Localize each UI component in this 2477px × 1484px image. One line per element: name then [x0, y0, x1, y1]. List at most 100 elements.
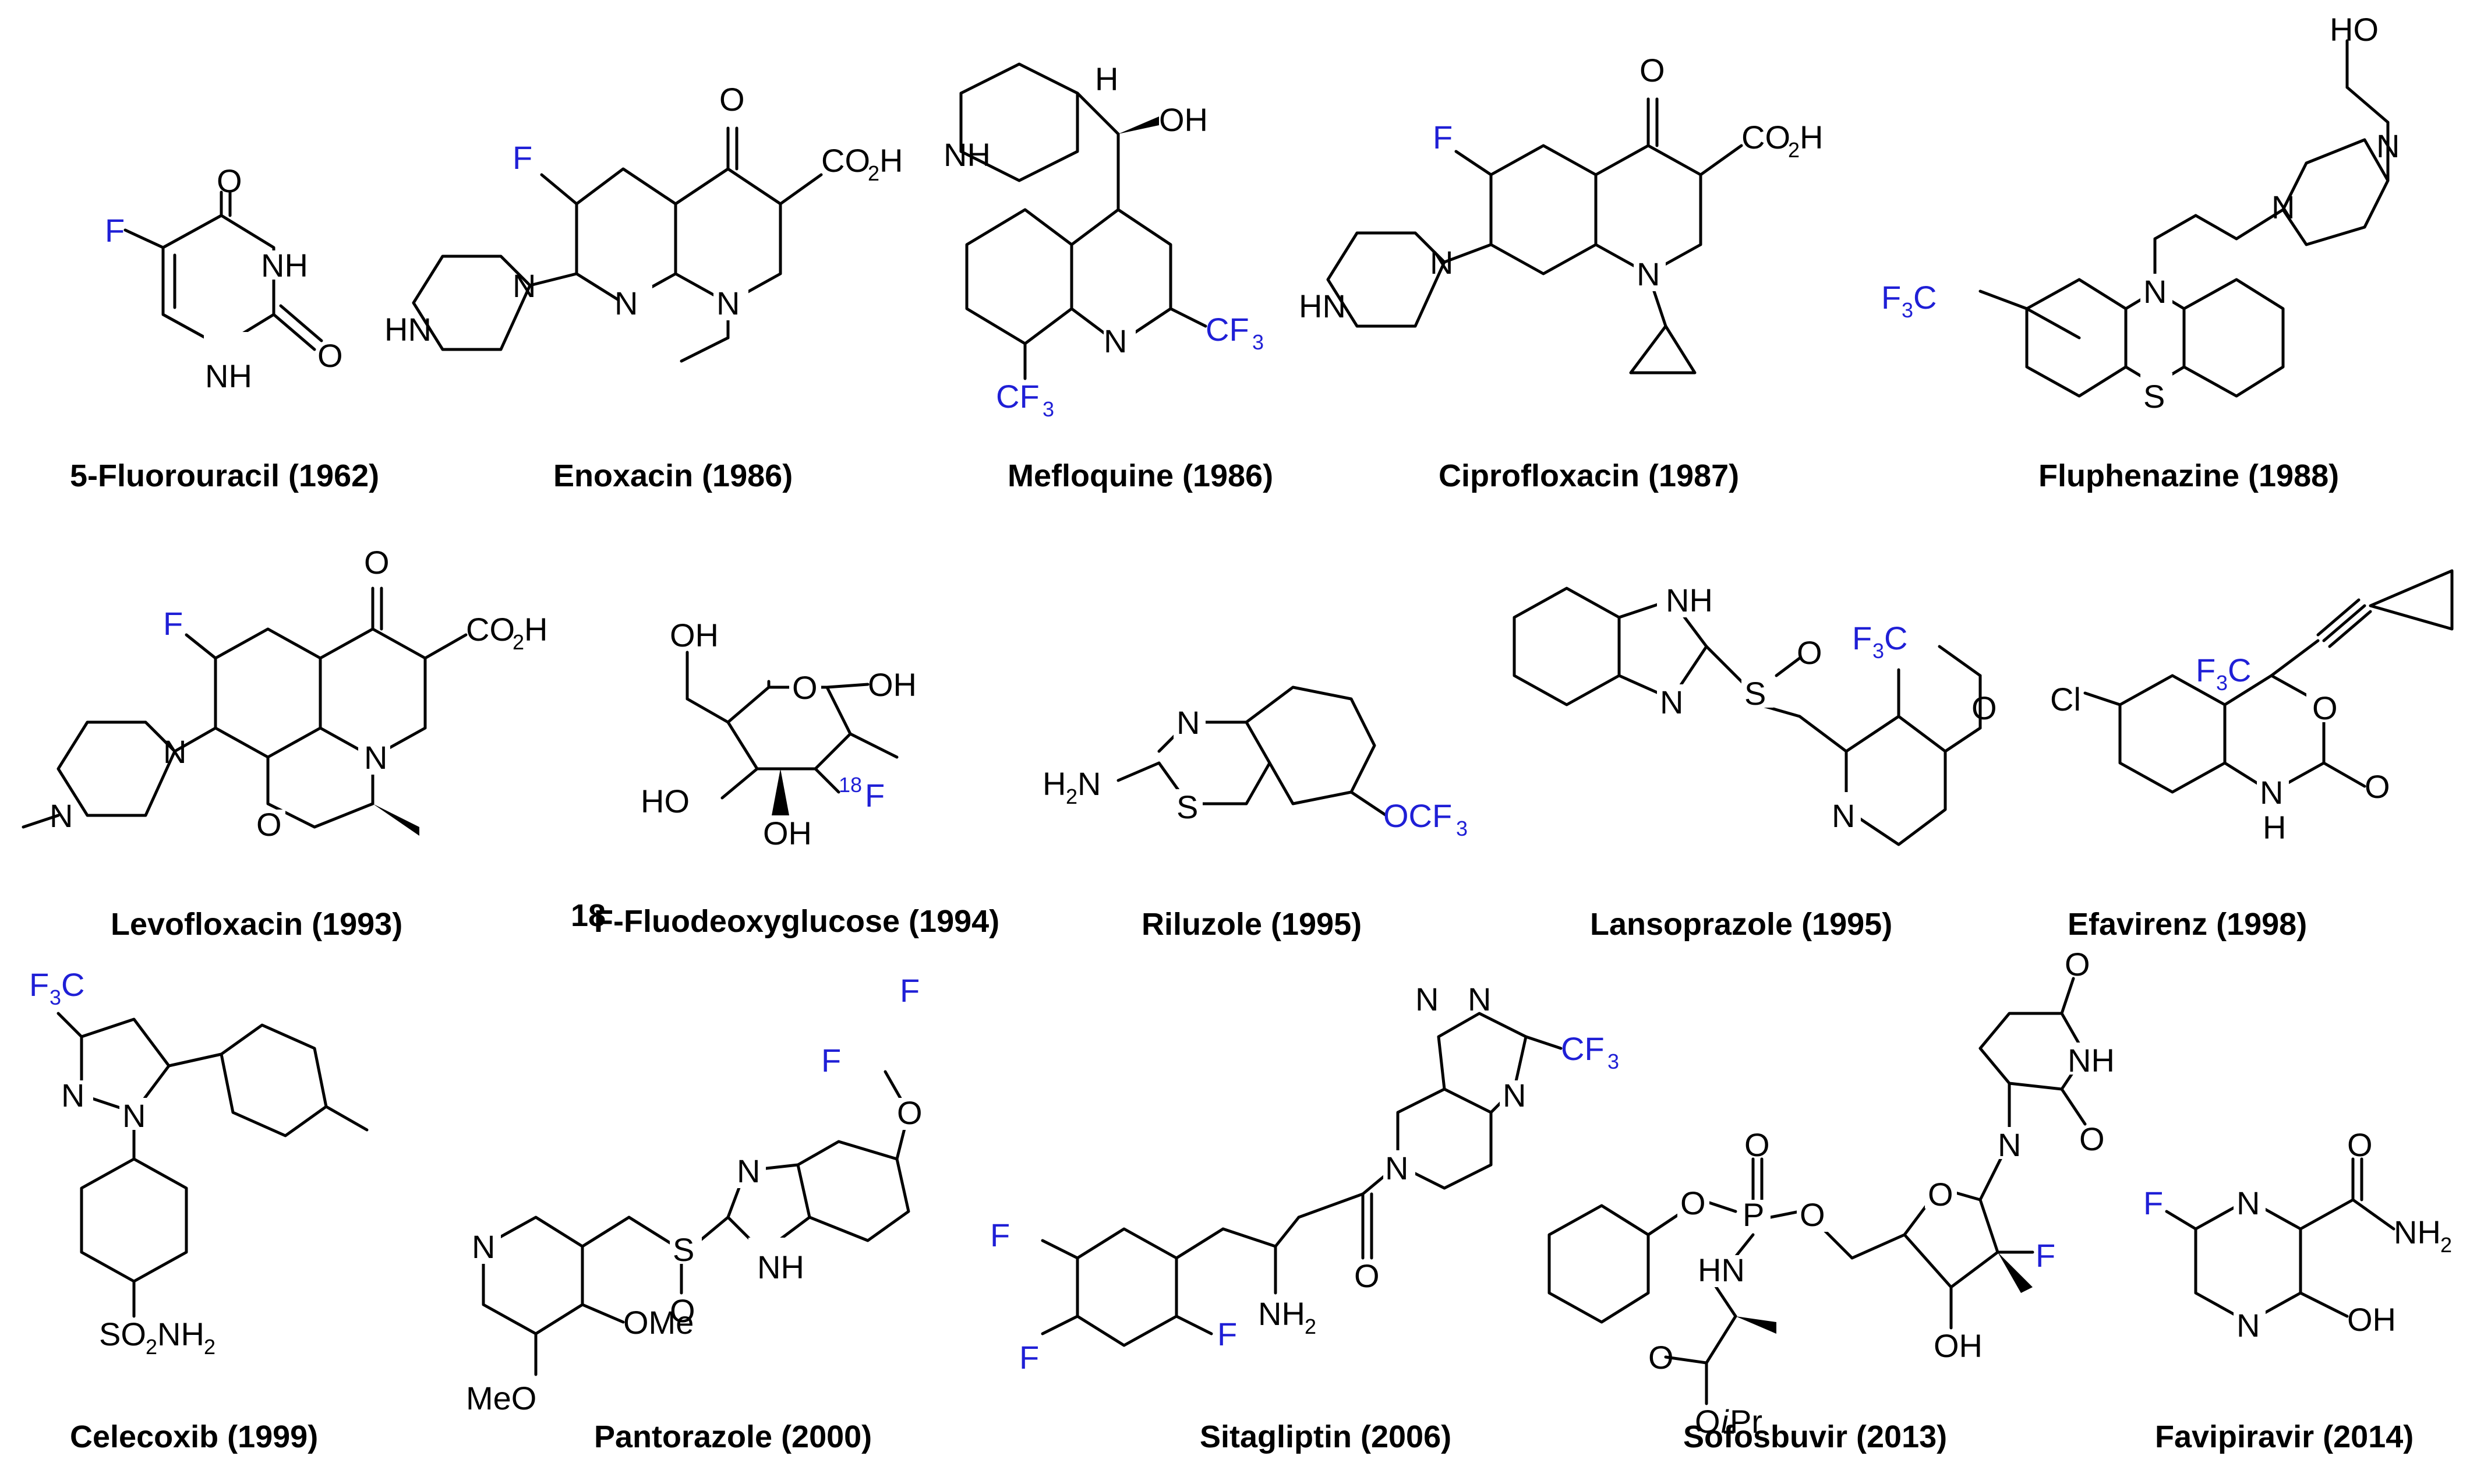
structure-fluphenazine: N S N N HO F 3 C Fluphenazine (1988): [1881, 11, 2400, 493]
hydroxyl-label: OH: [1159, 101, 1208, 138]
carbonyl-oxygen-label: O: [2365, 768, 2390, 805]
fluorine-label: F: [900, 972, 920, 1009]
subscript: 2: [146, 1335, 157, 1359]
ester-oxygen-label: O: [1680, 1185, 1706, 1221]
caption-5-fluorouracil: 5-Fluorouracil (1962): [70, 458, 379, 493]
piperazine-nitrogen-label: N: [513, 267, 536, 304]
sulfonamide-nh-label: NH: [157, 1316, 204, 1352]
fluorine-label: F: [821, 1042, 841, 1079]
pyrazine-nitrogen-label: N: [2236, 1185, 2260, 1221]
subscript: 3: [50, 985, 61, 1009]
structure-efavirenz: Cl O O N H F 3 C Efavirenz (1998): [2050, 569, 2454, 942]
hydroxyl-label: OH: [2347, 1301, 2396, 1338]
pyrazole-nitrogen-label: N: [61, 1077, 84, 1114]
triazole-nitrogen-label: N: [1415, 981, 1439, 1017]
structure-sofosbuvir: O P O O HN O O i Pr O OH F N NH O O Sofo…: [1547, 946, 2115, 1454]
ring-oxygen-label: O: [2312, 690, 2338, 726]
subscript: 2: [1305, 1315, 1316, 1338]
carboxyl-co-label: CO: [466, 611, 515, 648]
ring-nitrogen-label: N: [1637, 256, 1660, 292]
structure-celecoxib: N N F 3 C SO 2 NH 2 Celecoxib (1999): [29, 966, 369, 1454]
structure-sitagliptin: N N N N O CF 3 NH 2 F F F Sitagliptin (2…: [990, 981, 1619, 1454]
caption-favipiravir: Favipiravir (2014): [2155, 1419, 2414, 1454]
caption-sitagliptin: Sitagliptin (2006): [1200, 1419, 1451, 1454]
ocf3-label: OCF: [1383, 797, 1452, 834]
fluorine-label: F: [1433, 119, 1453, 156]
carboxyl-h-label: H: [524, 611, 547, 648]
phenothiazine-nitrogen-label: N: [2143, 273, 2167, 310]
hydroxyl-label: HO: [2330, 11, 2379, 48]
caption-superscript: 18: [571, 898, 606, 933]
carbonyl-oxygen-label: O: [2065, 946, 2090, 983]
carbonyl-oxygen-label: O: [317, 337, 343, 374]
amine-label: NH: [1258, 1295, 1305, 1332]
isopropoxy-oxygen-label: O: [1695, 1403, 1720, 1440]
structure-riluzole: N S H 2 N OCF 3 Riluzole (1995): [1043, 686, 1468, 942]
cf3-label: F: [1852, 620, 1872, 656]
ester-oxygen-label: O: [1800, 1196, 1825, 1233]
sulfur-label: S: [1176, 789, 1198, 825]
carbonyl-oxygen-label: O: [217, 162, 242, 199]
piperazine-nh-label: HN: [1299, 288, 1346, 324]
pyridine-nitrogen-label: N: [1832, 797, 1855, 834]
ether-oxygen-label: O: [897, 1094, 923, 1131]
caption-levofloxacin: Levofloxacin (1993): [111, 907, 402, 942]
caption-mefloquine: Mefloquine (1986): [1008, 458, 1273, 493]
fluorine-label: F: [105, 212, 125, 249]
uracil-nh-label: NH: [2068, 1042, 2115, 1079]
cf3-label: F: [2196, 652, 2215, 688]
imidazole-nitrogen-label: N: [1660, 684, 1683, 720]
subscript: 3: [1902, 298, 1913, 322]
amine-n-label: N: [1077, 765, 1101, 802]
structure-5-fluorouracil: F O NH O NH 5-Fluorouracil (1962): [70, 162, 379, 493]
carbonyl-oxygen-label: O: [1354, 1257, 1380, 1294]
chlorine-label: Cl: [2050, 681, 2081, 718]
carbamate-nitrogen-label: N: [2260, 774, 2283, 811]
amine-h-label: H: [1043, 765, 1066, 802]
isotope-superscript: 18: [839, 773, 862, 797]
cf3-carbon-label: C: [61, 966, 84, 1003]
sulfoxide-oxygen-label: O: [1797, 634, 1822, 671]
thiazole-nitrogen-label: N: [1176, 704, 1200, 741]
subscript: 3: [2216, 671, 2228, 695]
phosphoramidate-nh-label: HN: [1698, 1252, 1745, 1288]
carboxyl-h-label: H: [1800, 119, 1823, 156]
piperazine-nitrogen-label: N: [1430, 244, 1453, 281]
piperazine-nitrogen-label: N: [163, 733, 186, 770]
fluorine-label: F: [163, 605, 183, 642]
caption-efavirenz: Efavirenz (1998): [2068, 907, 2307, 942]
fluorine-label: F: [1019, 1339, 1039, 1376]
fluorine-label: F: [2143, 1185, 2163, 1221]
hydroxyl-label: HO: [641, 783, 690, 819]
subscript: 3: [1607, 1050, 1619, 1073]
phosphorus-label: P: [1743, 1196, 1764, 1233]
ether-oxygen-label: O: [1971, 690, 1997, 726]
pyrazine-nitrogen-label: N: [2236, 1307, 2260, 1344]
carboxyl-h-label: H: [879, 142, 903, 179]
caption-sofosbuvir: Sofosbuvir (2013): [1683, 1419, 1947, 1454]
ring-nitrogen-label: N: [716, 285, 740, 321]
caption-ciprofloxacin: Ciprofloxacin (1987): [1439, 458, 1739, 493]
phosphoryl-oxygen-label: O: [1744, 1126, 1770, 1163]
ring-nitrogen-label: N: [1104, 323, 1127, 359]
hydroxyl-label: OH: [1934, 1327, 1983, 1364]
uracil-nitrogen-label: N: [1998, 1126, 2021, 1163]
piperazine-nitrogen-label: N: [2376, 128, 2400, 164]
carbonyl-oxygen-label: O: [364, 544, 390, 581]
subscript: 2: [1066, 785, 1077, 808]
ring-oxygen-label: O: [256, 806, 282, 843]
carbonyl-oxygen-label: O: [1648, 1339, 1674, 1376]
isopropoxy-pr-label: Pr: [1730, 1403, 1762, 1440]
sulfur-label: S: [2143, 378, 2165, 415]
isopropoxy-i-label: i: [1721, 1403, 1729, 1440]
fluorine-label: F: [2036, 1237, 2055, 1274]
sulfoxide-sulfur-label: S: [673, 1231, 694, 1268]
carboxyl-co-label: CO: [1741, 119, 1790, 156]
piperazine-nitrogen-label: N: [2271, 189, 2295, 225]
caption-fdg: F-Fluodeoxyglucose (1994): [594, 904, 999, 939]
hydroxyl-label: OH: [763, 815, 812, 851]
structure-mefloquine: NH H OH N CF 3 CF 3 Mefloquine (1986): [944, 61, 1273, 493]
ring-oxygen-label: O: [792, 669, 818, 706]
amide-nh-label: NH: [2394, 1214, 2441, 1250]
